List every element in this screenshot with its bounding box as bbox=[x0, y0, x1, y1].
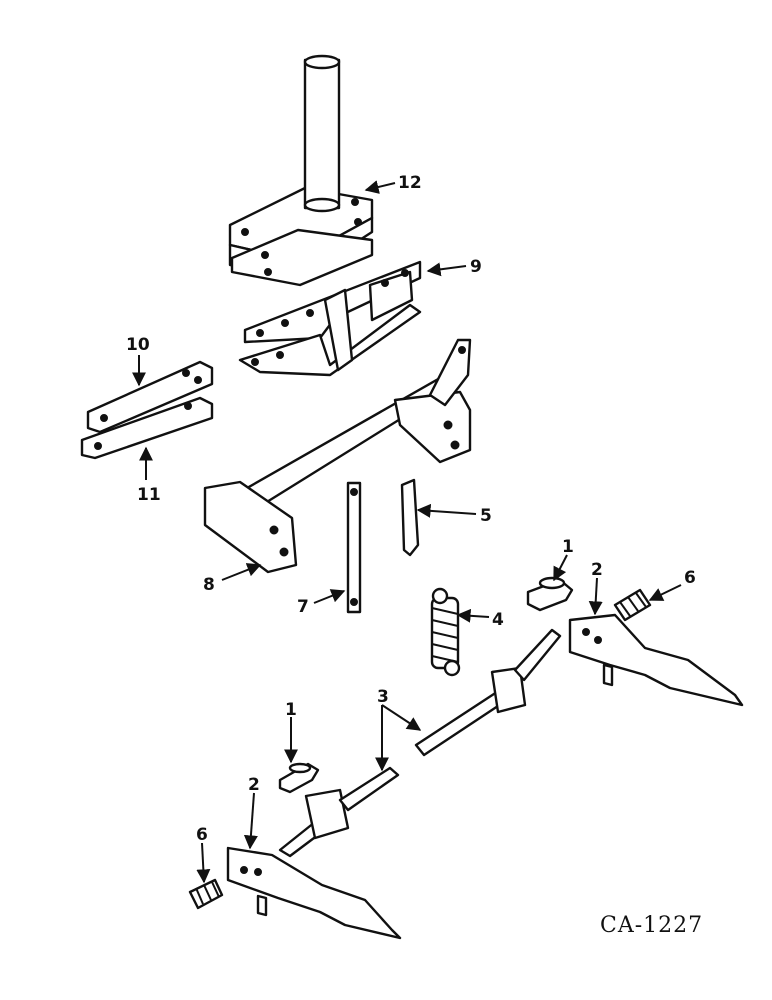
part-5-clip bbox=[400, 478, 420, 557]
callout-9: 9 bbox=[470, 257, 482, 277]
callout-2-upper: 2 bbox=[591, 560, 603, 580]
part-4-spring bbox=[430, 587, 461, 677]
part-9-bracket bbox=[238, 260, 422, 377]
part-6-spring-upper bbox=[613, 588, 652, 622]
part-2-runner-upper bbox=[568, 613, 744, 707]
callout-1-upper: 1 bbox=[562, 537, 574, 557]
callout-6-upper: 6 bbox=[684, 568, 696, 588]
callout-3: 3 bbox=[377, 687, 389, 707]
part-12-mounting-post bbox=[228, 54, 374, 287]
callout-10: 10 bbox=[126, 335, 150, 355]
callout-6-lower: 6 bbox=[196, 825, 208, 845]
callout-labels: 12 9 10 11 5 8 7 4 1 2 6 3 1 2 6 bbox=[126, 173, 696, 845]
part-7-link bbox=[346, 481, 362, 614]
callout-11: 11 bbox=[137, 485, 161, 505]
part-8-beam bbox=[203, 338, 472, 574]
part-1-bolt-upper bbox=[526, 576, 574, 612]
callout-12: 12 bbox=[398, 173, 422, 193]
callout-8: 8 bbox=[203, 575, 215, 595]
part-6-spring-lower bbox=[188, 878, 224, 910]
callout-4: 4 bbox=[492, 610, 504, 630]
part-3-shafts bbox=[278, 628, 562, 858]
leader-lines bbox=[132, 180, 682, 884]
part-2-runner-lower bbox=[226, 846, 402, 940]
part-1-bolt-lower bbox=[278, 762, 320, 794]
part-11-plate bbox=[80, 396, 214, 460]
callout-1-lower: 1 bbox=[285, 700, 297, 720]
callout-5: 5 bbox=[480, 506, 492, 526]
callout-2-lower: 2 bbox=[248, 775, 260, 795]
callout-7: 7 bbox=[297, 597, 309, 617]
part-10-plate bbox=[86, 360, 214, 434]
figure-code: CA-1227 bbox=[600, 913, 703, 938]
